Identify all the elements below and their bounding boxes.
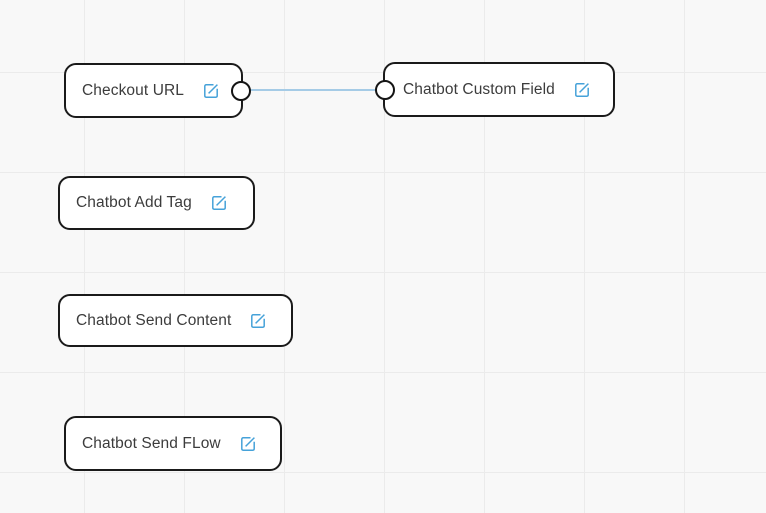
node-chatbot-custom-field[interactable]: Chatbot Custom Field [375,62,615,117]
node-chatbot-add-tag[interactable]: Chatbot Add Tag [58,176,255,230]
node-chatbot-send-flow[interactable]: Chatbot Send FLow [64,416,282,471]
edit-icon[interactable] [202,82,220,100]
edit-icon[interactable] [249,312,267,330]
node-chatbot-custom-field-label: Chatbot Custom Field [403,80,555,98]
edit-icon[interactable] [239,435,257,453]
node-chatbot-send-content-label: Chatbot Send Content [76,311,232,329]
node-chatbot-send-flow-label: Chatbot Send FLow [82,434,221,452]
node-chatbot-send-content[interactable]: Chatbot Send Content [58,294,293,347]
edit-icon[interactable] [573,81,591,99]
node-checkout-url-label: Checkout URL [82,81,184,99]
connection-checkout-url-to-custom-field[interactable] [243,89,383,91]
input-port[interactable] [375,79,395,100]
output-port[interactable] [231,80,251,101]
node-checkout-url[interactable]: Checkout URL [64,63,251,118]
node-chatbot-add-tag-label: Chatbot Add Tag [76,194,192,211]
edit-icon[interactable] [210,194,228,212]
